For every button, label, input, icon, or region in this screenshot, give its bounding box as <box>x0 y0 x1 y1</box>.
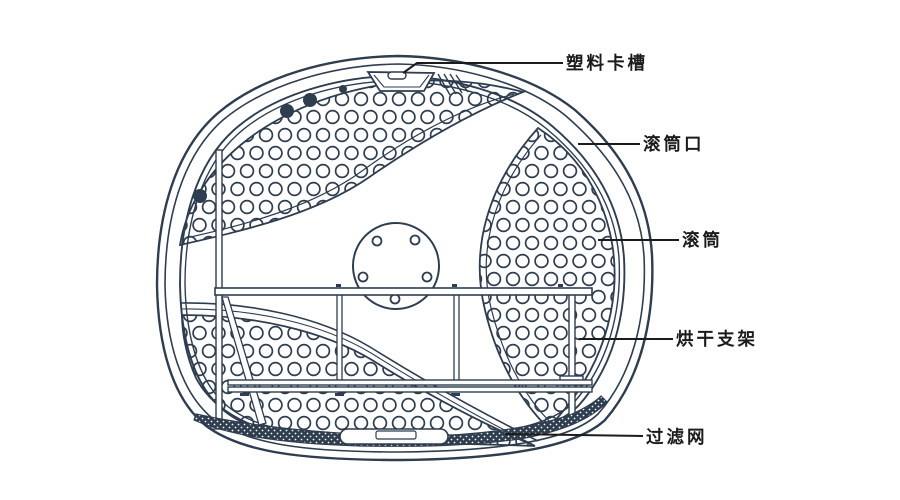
rim-hatch-band <box>437 73 469 96</box>
filter-mesh-band <box>193 395 608 447</box>
center-hub <box>352 222 440 310</box>
perforated-panel-top-left <box>178 79 526 247</box>
leader-lines <box>402 62 679 437</box>
baffle-band-border-inner <box>180 308 535 446</box>
drying-rack-frame <box>210 149 593 430</box>
label-filter-mesh: 过滤网 <box>646 427 708 447</box>
label-drying-rack: 烘干支架 <box>676 329 758 349</box>
outer-shell <box>155 54 654 462</box>
leader-filter-mesh <box>504 433 644 437</box>
labels: 塑料卡槽 滚筒口 滚筒 烘干支架 过滤网 <box>566 53 758 447</box>
plastic-clip-slot-shape <box>366 71 436 92</box>
label-plastic-clip-slot: 塑料卡槽 <box>566 53 648 73</box>
label-drum: 滚筒 <box>682 230 723 250</box>
leader-plastic-clip-slot <box>402 62 563 74</box>
perforated-panel-top-left-inner-line <box>185 93 515 239</box>
label-drum-opening: 滚筒口 <box>643 134 705 154</box>
baffle-band-border <box>180 302 539 442</box>
